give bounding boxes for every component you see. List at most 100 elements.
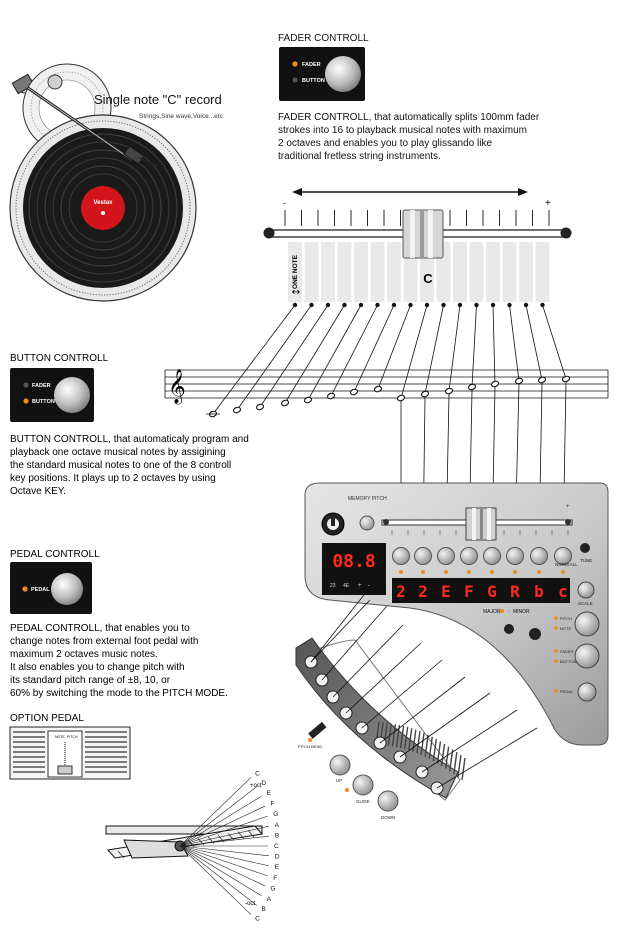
mapping-line: [400, 304, 428, 399]
led-icon: [292, 77, 298, 83]
tune-button[interactable]: [580, 543, 590, 553]
pedal-description-line: PEDAL CONTROLL, that enables you to: [10, 623, 190, 634]
pitch-bend-switch[interactable]: [308, 721, 327, 739]
pitch-bend-label: PITCH BEND: [298, 744, 322, 749]
arc-key-line: [399, 692, 491, 758]
pedal-scale-note: E: [267, 790, 272, 797]
whole-note: [349, 388, 359, 396]
pedal-scale-note: A: [267, 896, 272, 903]
arc-slot: [391, 724, 397, 747]
fader-button-mode-button[interactable]: [574, 643, 600, 669]
option-pedal-unit: NOTE PITCH: [9, 726, 131, 780]
led-icon: [467, 570, 471, 574]
rail-end-screw: [560, 227, 572, 239]
pedal-heading: PEDAL CONTROLL: [10, 549, 100, 560]
mapping-line: [424, 304, 444, 395]
pedal-tread: [247, 829, 255, 838]
arc-key-line: [310, 599, 371, 663]
pedal-description-line: 60% by switching the mode to the PITCH M…: [10, 688, 228, 699]
svg-text:-: -: [368, 583, 370, 589]
unit-note-label: NOTE: [55, 735, 65, 739]
svg-text:NOTE: NOTE: [560, 626, 571, 631]
key-button: [437, 547, 455, 565]
button-description-line: the standard musical notes to one of the…: [10, 460, 231, 471]
arc-slot: [461, 757, 466, 781]
minor-label: MINOR: [513, 609, 530, 615]
mapping-line: [492, 304, 496, 385]
scale-top-label: +oct: [250, 783, 262, 789]
pedal-scale-note: F: [271, 801, 275, 808]
arc-key-line: [332, 624, 404, 698]
button-section: BUTTON CONTROLL FADER BUTTON BUTTON CONT…: [10, 353, 249, 497]
arc-slot: [453, 752, 458, 775]
mapping-line: [471, 304, 477, 388]
pedal-fan-line: [179, 805, 266, 847]
note-zone: [535, 242, 550, 302]
mapping-line: [448, 304, 461, 392]
whole-note: [490, 380, 500, 388]
pedal-mode-button[interactable]: [577, 682, 597, 702]
led-icon: [490, 570, 494, 574]
mapping-line: [542, 304, 567, 380]
treble-clef-icon: 𝄞: [168, 369, 186, 405]
pedal-fan-line: [179, 786, 257, 847]
memory-button[interactable]: [359, 515, 375, 531]
mapping-line: [525, 304, 543, 381]
pedal-fan-line: [179, 845, 252, 915]
down-label: DOWN: [381, 815, 395, 820]
arc-slot: [444, 746, 450, 769]
scale-bottom-label: -oct: [245, 901, 255, 907]
whole-note: [326, 392, 336, 400]
cartridge: [123, 145, 145, 165]
pedal-tread: [117, 850, 125, 859]
pedal-description-line: its standard pitch range of ±8, 10, or: [10, 675, 171, 686]
arc-slot: [424, 734, 429, 757]
fader-cap: [402, 209, 444, 259]
scale-button[interactable]: [577, 581, 595, 599]
button-description-line: key positions. It plays up to 2 octaves …: [10, 473, 216, 484]
octave-button[interactable]: [504, 624, 514, 634]
note-zone: [304, 242, 319, 302]
minus-sign: -: [283, 198, 286, 208]
pedal-scale-note: E: [275, 864, 280, 871]
led-icon: [421, 570, 425, 574]
key-button: [554, 547, 572, 565]
fader-description-line: traditional fretless string instruments.: [278, 151, 441, 162]
arc-key-line: [321, 605, 388, 681]
pedal-scale-note: G: [271, 885, 276, 892]
button-description-line: BUTTON CONTROLL, that automaticaly progr…: [10, 434, 249, 445]
up-button[interactable]: [329, 754, 351, 776]
button-heading: BUTTON CONTROLL: [10, 353, 109, 364]
down-button[interactable]: [377, 790, 399, 812]
arc-key-line: [421, 709, 518, 773]
arc-slot: [457, 754, 462, 778]
octave-button[interactable]: [529, 628, 541, 640]
whole-note: [396, 394, 406, 402]
panel-fader-label: FADER: [32, 383, 51, 389]
pedal-description-line: It also enables you to change pitch with: [10, 662, 185, 673]
one-note-arrow-icon: ↔: [292, 287, 300, 298]
note-display-char: c: [558, 582, 568, 601]
plus-sign: +: [545, 198, 551, 209]
led-icon: [554, 616, 558, 620]
key-button: [392, 547, 410, 565]
button-description-line: playback one octave musical notes by ass…: [10, 447, 226, 458]
led-icon: [22, 586, 28, 592]
pedal-fan-line: [179, 835, 269, 847]
glide-button[interactable]: [352, 774, 374, 796]
led-icon: [554, 626, 558, 630]
arc-slot: [408, 728, 413, 751]
arc-slot: [403, 726, 409, 750]
key-buttons: [392, 547, 572, 574]
pedal-tread: [217, 834, 225, 843]
led-icon: [537, 570, 541, 574]
arc-slot: [428, 736, 433, 759]
whole-note: [537, 376, 547, 384]
fader-description-line: 2 octaves and enables you to play glissa…: [278, 138, 492, 149]
fader-section: FADER CONTROLL FADER BUTTON FADER CONTRO…: [263, 33, 572, 308]
pitch-note-button[interactable]: [574, 611, 600, 637]
mapping-line: [212, 304, 296, 415]
key-button: [414, 547, 432, 565]
